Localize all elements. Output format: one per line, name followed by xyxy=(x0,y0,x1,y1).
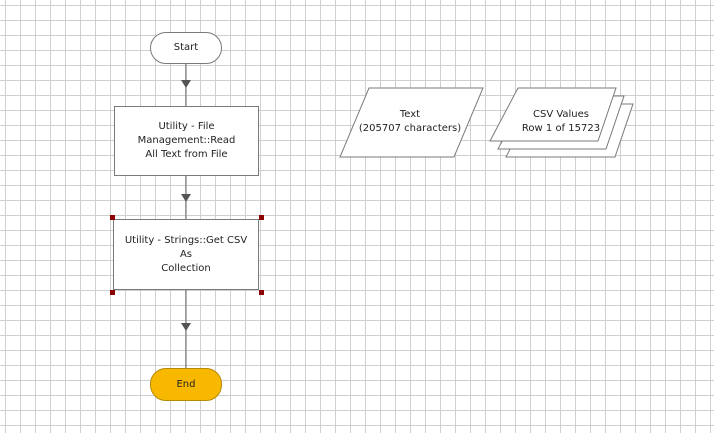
arrow-head-icon xyxy=(181,323,191,331)
start-stage[interactable]: Start xyxy=(150,32,222,64)
arrow-head-icon xyxy=(181,80,191,88)
get-csv-action-stage[interactable]: Utility - Strings::Get CSV As Collection xyxy=(113,219,259,290)
selection-handle-bottom-right[interactable] xyxy=(259,290,264,295)
end-stage-label: End xyxy=(176,378,196,390)
arrow-head-icon xyxy=(181,194,191,202)
text-data-item-shape[interactable] xyxy=(339,87,484,158)
csv-collection-row-indicator: Row 1 of 15723 xyxy=(521,123,601,134)
start-stage-label: Start xyxy=(173,42,199,53)
text-data-item-label: Text (205707 characters) xyxy=(345,108,475,136)
selection-handle-top-right[interactable] xyxy=(259,215,264,220)
get-csv-action-label-line2: Collection xyxy=(161,262,211,274)
selection-handle-bottom-left[interactable] xyxy=(110,290,115,295)
end-stage[interactable]: End xyxy=(150,368,222,401)
csv-collection-label: CSV Values Row 1 of 15723 xyxy=(495,108,627,136)
csv-collection-shape-front[interactable] xyxy=(489,87,617,142)
read-file-action-label-line1: Utility - File Management::Read xyxy=(137,121,236,146)
read-file-action-stage[interactable]: Utility - File Management::Read All Text… xyxy=(114,106,259,176)
selection-handle-top-left[interactable] xyxy=(110,215,115,220)
read-file-action-label-line2: All Text from File xyxy=(145,149,228,160)
text-data-item-name: Text xyxy=(399,109,421,120)
csv-collection-name: CSV Values xyxy=(532,109,590,120)
get-csv-action-label-line1: Utility - Strings::Get CSV As xyxy=(124,234,248,260)
text-data-item-value: (205707 characters) xyxy=(358,123,462,134)
